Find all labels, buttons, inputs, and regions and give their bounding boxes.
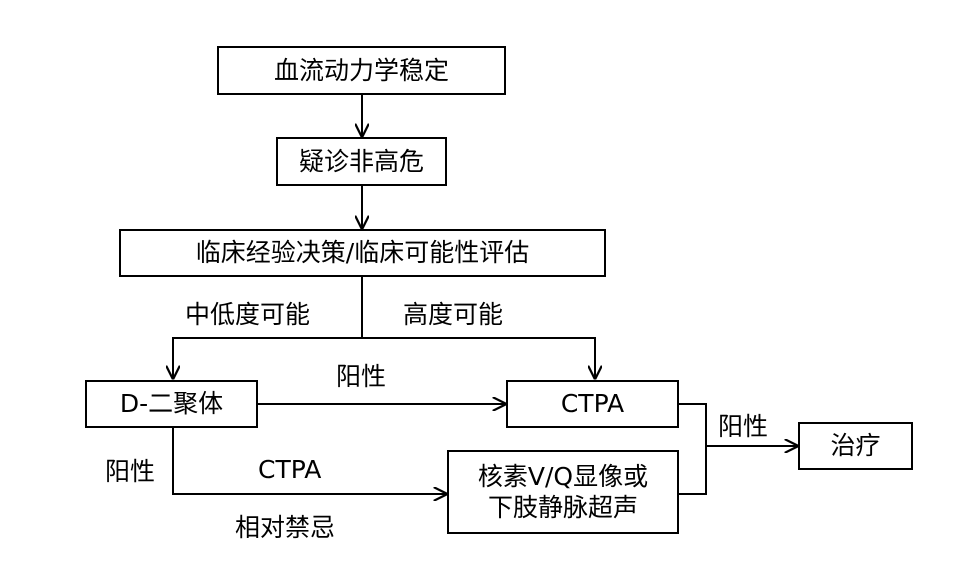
edge-label-high-probability: 高度可能 [403, 300, 504, 329]
edge-label-relative-contraindication: 相对禁忌 [235, 513, 336, 542]
node-label: 血流动力学稳定 [273, 55, 449, 85]
edge-label-positive-treatment: 阳性 [718, 412, 769, 441]
node-ctpa: CTPA [506, 380, 679, 428]
line-ctpa-bracket [679, 403, 707, 495]
node-label-line1: 核素V/Q显像或 [477, 461, 649, 491]
node-clinical-assessment: 临床经验决策/临床可能性评估 [119, 229, 606, 277]
node-label: D-二聚体 [119, 389, 224, 419]
node-vq-or-ultrasound: 核素V/Q显像或 下肢静脉超声 [447, 450, 679, 534]
node-label-line2: 下肢静脉超声 [487, 493, 638, 522]
node-d-dimer: D-二聚体 [85, 380, 258, 428]
node-hemodynamic-stable: 血流动力学稳定 [217, 46, 506, 95]
node-label: CTPA [560, 389, 625, 419]
node-label: 治疗 [830, 431, 881, 461]
node-label: 疑诊非高危 [298, 146, 424, 176]
edge-label-positive-ddimer-ctpa: 阳性 [336, 362, 387, 391]
node-label: 临床经验决策/临床可能性评估 [195, 238, 530, 268]
arrow-ddimer-to-vq [172, 428, 446, 494]
node-suspected-non-high-risk: 疑诊非高危 [276, 137, 447, 186]
edge-label-positive-ddimer-down: 阳性 [105, 457, 156, 486]
edge-label-ctpa: CTPA [258, 455, 322, 484]
node-treatment: 治疗 [798, 422, 913, 470]
edge-label-low-mid-probability: 中低度可能 [185, 300, 311, 329]
